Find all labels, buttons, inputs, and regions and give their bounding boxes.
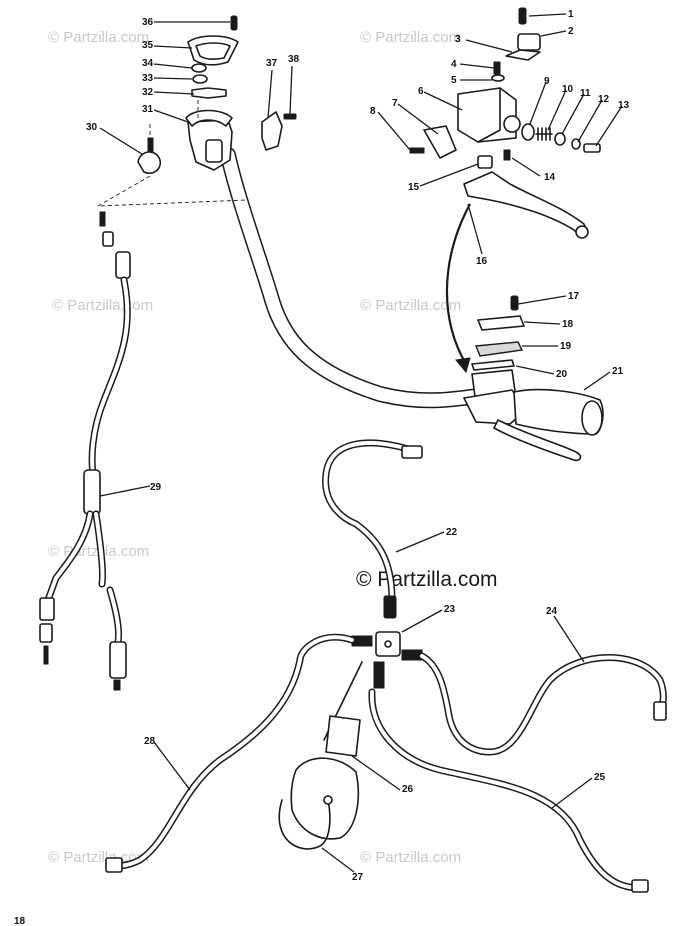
callout-23: 23 (444, 604, 456, 615)
watermarks: © Partzilla.com © Partzilla.com © Partzi… (48, 29, 498, 866)
callout-13: 13 (618, 100, 630, 111)
watermark: © Partzilla.com (52, 297, 153, 314)
watermark-main: © Partzilla.com (356, 568, 498, 591)
callout-19: 19 (560, 341, 572, 352)
callout-2: 2 (568, 26, 574, 37)
callout-36: 36 (142, 17, 154, 28)
master-cylinder (409, 7, 601, 374)
watermark: © Partzilla.com (360, 29, 461, 46)
watermark: © Partzilla.com (360, 849, 461, 866)
callout-24: 24 (546, 606, 558, 617)
callout-29: 29 (150, 482, 162, 493)
brake-lines (105, 439, 667, 893)
callout-7: 7 (392, 98, 398, 109)
throttle-assembly (97, 15, 297, 207)
callout-32: 32 (142, 87, 154, 98)
callout-16: 16 (476, 256, 488, 267)
callout-17: 17 (568, 291, 580, 302)
callout-8: 8 (370, 106, 376, 117)
callout-31: 31 (142, 104, 154, 115)
callout-34: 34 (142, 58, 154, 69)
throttle-cable (39, 211, 131, 691)
callout-9: 9 (544, 76, 550, 87)
watermark: © Partzilla.com (48, 849, 149, 866)
callout-1: 1 (568, 9, 574, 20)
callout-37: 37 (266, 58, 278, 69)
watermark: © Partzilla.com (360, 297, 461, 314)
leader-lines (99, 13, 623, 873)
callout-38: 38 (288, 54, 300, 65)
callout-25: 25 (594, 772, 606, 783)
callout-30: 30 (86, 122, 98, 133)
callout-15: 15 (408, 182, 420, 193)
callout-4: 4 (451, 59, 457, 70)
callout-18: 18 (562, 319, 574, 330)
handlebar (220, 147, 486, 409)
callout-11: 11 (580, 88, 591, 99)
callout-26: 26 (402, 784, 414, 795)
callout-20: 20 (556, 369, 568, 380)
callout-35: 35 (142, 40, 154, 51)
watermark: © Partzilla.com (48, 29, 149, 46)
callout-labels: 1 2 3 4 5 6 7 8 9 10 11 12 13 14 15 16 1… (14, 9, 630, 926)
callout-6: 6 (418, 86, 424, 97)
callout-14: 14 (544, 172, 556, 183)
corner-mark: 18 (14, 916, 26, 926)
callout-21: 21 (612, 366, 624, 377)
callout-10: 10 (562, 84, 574, 95)
callout-3: 3 (455, 34, 461, 45)
callout-12: 12 (598, 94, 610, 105)
callout-22: 22 (446, 527, 458, 538)
callout-33: 33 (142, 73, 154, 84)
bar-control-assembly (463, 295, 604, 462)
callout-28: 28 (144, 736, 156, 747)
callout-27: 27 (352, 872, 364, 883)
callout-5: 5 (451, 75, 457, 86)
